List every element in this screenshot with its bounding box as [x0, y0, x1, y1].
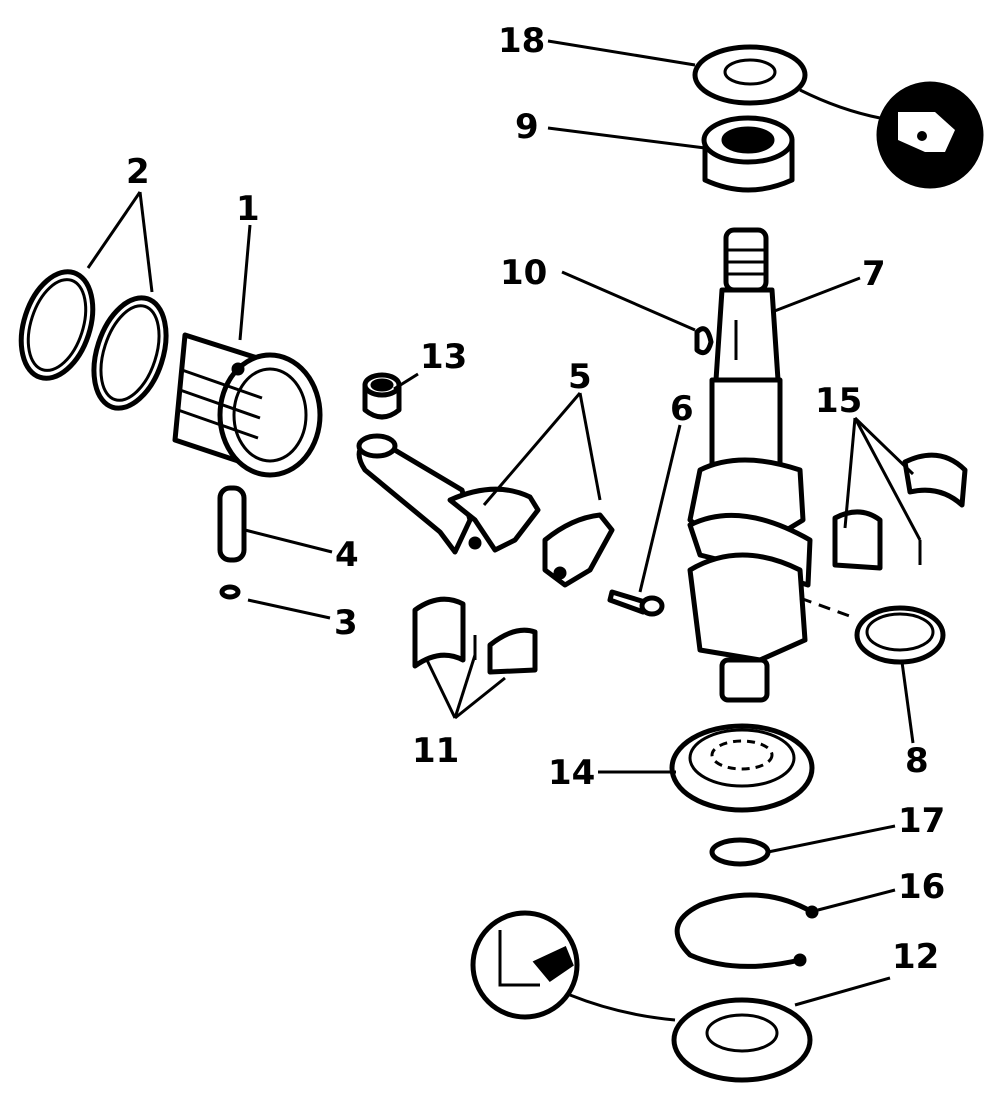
- piston-pin-retainer: [219, 584, 241, 600]
- seal-detail-inset-upper: [799, 81, 984, 189]
- callout-16: 16: [898, 867, 945, 907]
- connecting-rod: [356, 433, 615, 588]
- callout-7: 7: [862, 254, 886, 294]
- callout-2: 2: [126, 152, 150, 192]
- wrist-pin-bearing: [362, 372, 402, 420]
- callout-18: 18: [498, 21, 545, 61]
- piston: [172, 332, 323, 478]
- callout-14: 14: [548, 753, 595, 793]
- callout-4: 4: [335, 535, 359, 575]
- callout-labels: 1 2 3 4 5 6 7 8 9 10 11 12 13 14 15 16 1…: [126, 21, 945, 977]
- key: [694, 326, 714, 356]
- callout-13: 13: [420, 337, 467, 377]
- callout-6: 6: [670, 389, 694, 429]
- seal-ring: [799, 596, 946, 665]
- piston-rings: [18, 269, 169, 411]
- leader-lines: [86, 39, 922, 1007]
- ball-bearing: [669, 723, 815, 813]
- callout-3: 3: [334, 603, 358, 643]
- rod-cap-screw: [607, 589, 665, 617]
- callout-17: 17: [898, 801, 945, 841]
- piston-pin: [217, 485, 247, 563]
- upper-bearing: [701, 115, 795, 193]
- crankshaft: [687, 227, 813, 703]
- lower-seal: [671, 997, 813, 1083]
- callout-15: 15: [815, 381, 862, 421]
- callout-8: 8: [905, 741, 929, 781]
- rod-bearing-halves: [412, 596, 538, 675]
- callout-9: 9: [515, 107, 539, 147]
- callout-5: 5: [568, 357, 592, 397]
- snap-ring: [709, 837, 771, 867]
- main-bearing-halves: [832, 452, 968, 571]
- callout-10: 10: [500, 253, 547, 293]
- seal-detail-inset-lower: [470, 910, 676, 1022]
- callout-11: 11: [412, 731, 459, 771]
- upper-seal: [692, 44, 808, 106]
- callout-12: 12: [892, 937, 939, 977]
- retaining-ring: [674, 892, 819, 969]
- callout-1: 1: [236, 189, 260, 229]
